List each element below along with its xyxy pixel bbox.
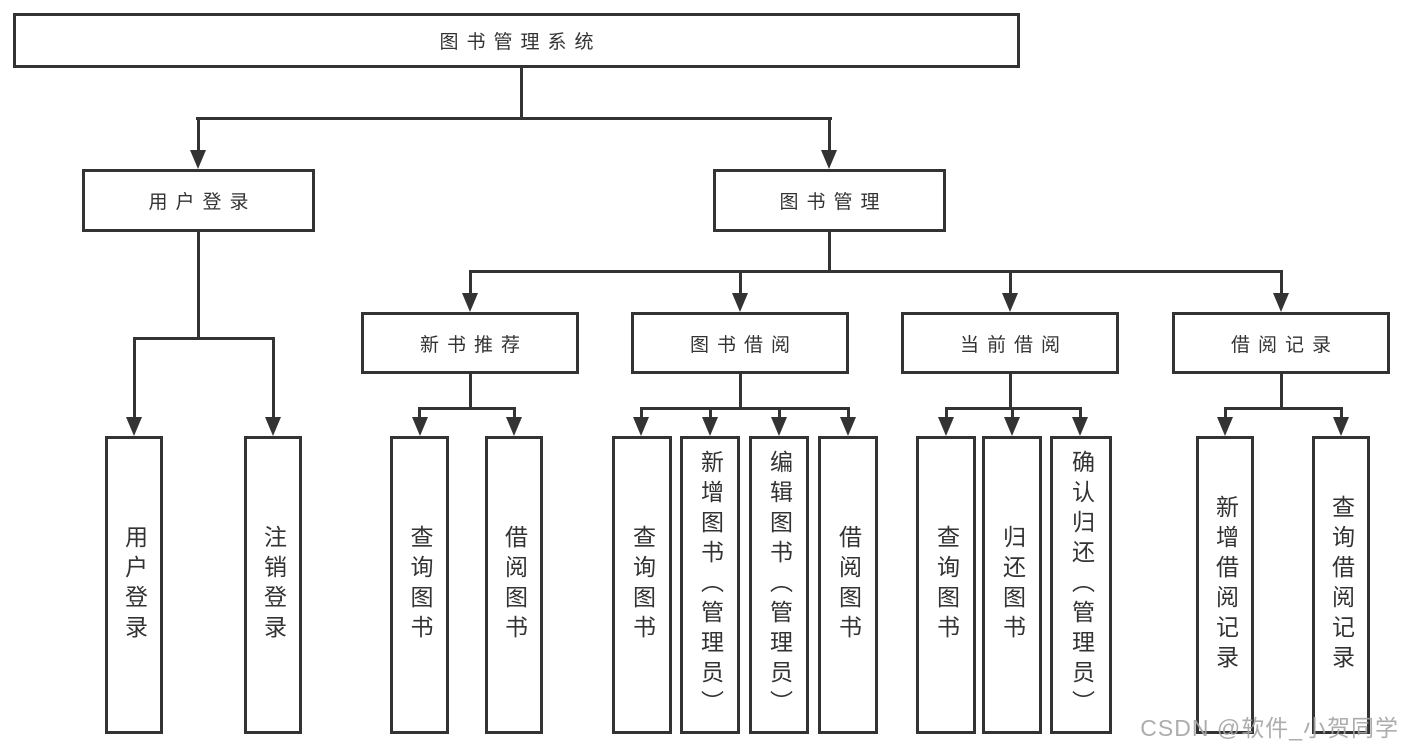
node-label: 图书管理: [779, 192, 888, 213]
connector-line: [1339, 407, 1343, 420]
connector-line: [418, 407, 421, 420]
connector-line: [1010, 407, 1014, 420]
node-label: 查询借阅记录: [1328, 495, 1355, 675]
connector-line: [196, 117, 200, 153]
connector-line: [777, 407, 781, 420]
connector-line: [132, 337, 136, 420]
node-current-borrowing: 当前借阅: [901, 312, 1119, 374]
node-label: 借阅图书: [835, 525, 862, 645]
node-label: 查询图书: [933, 525, 960, 645]
arrowhead-icon: [1002, 293, 1018, 312]
connector-line: [196, 117, 832, 120]
arrowhead-icon: [1273, 293, 1289, 312]
node-label: 注销登录: [260, 525, 287, 645]
node-label: 新增图书（管理员）: [697, 450, 724, 720]
node-label: 借阅记录: [1230, 334, 1339, 356]
leaf-query-books-3: 查询图书: [916, 436, 976, 734]
node-label: 用户登录: [148, 192, 257, 213]
connector-line: [468, 270, 1283, 273]
arrowhead-icon: [633, 417, 649, 436]
arrowhead-icon: [1004, 417, 1020, 436]
connector-line: [738, 374, 742, 410]
connector-line: [1223, 407, 1343, 410]
arrowhead-icon: [771, 417, 787, 436]
connector-line: [271, 337, 275, 420]
arrowhead-icon: [126, 417, 142, 436]
connector-line: [468, 374, 472, 410]
csdn-watermark: CSDN @软件_小贺同学: [1140, 715, 1399, 741]
connector-line: [418, 407, 516, 410]
node-label: 用户登录: [121, 525, 148, 645]
node-label: 编辑图书（管理员）: [766, 450, 793, 720]
leaf-edit-book-admin: 编辑图书（管理员）: [749, 436, 809, 734]
leaf-query-books-2: 查询图书: [612, 436, 672, 734]
connector-line: [1279, 270, 1283, 296]
node-label: 归还图书: [999, 525, 1026, 645]
arrowhead-icon: [1333, 417, 1349, 436]
leaf-query-borrow-record: 查询借阅记录: [1312, 436, 1370, 734]
connector-line: [1078, 407, 1082, 420]
arrowhead-icon: [265, 417, 281, 436]
connector-line: [1223, 407, 1227, 420]
leaf-query-books-1: 查询图书: [390, 436, 449, 734]
arrowhead-icon: [840, 417, 856, 436]
leaf-borrow-books-2: 借阅图书: [818, 436, 878, 734]
arrowhead-icon: [821, 150, 837, 169]
connector-line: [846, 407, 850, 420]
arrowhead-icon: [1072, 417, 1088, 436]
node-label: 查询图书: [407, 525, 433, 645]
connector-line: [708, 407, 712, 420]
node-label: 图书管理系统: [439, 32, 602, 53]
node-book-borrowing: 图书借阅: [631, 312, 849, 374]
leaf-user-login: 用户登录: [105, 436, 163, 734]
node-label: 图书借阅: [689, 334, 798, 356]
connector-line: [639, 407, 643, 420]
node-label: 当前借阅: [959, 334, 1068, 356]
node-label: 查询图书: [629, 525, 656, 645]
arrowhead-icon: [411, 417, 428, 436]
connector-line: [827, 117, 831, 153]
arrowhead-icon: [938, 417, 954, 436]
connector-line: [944, 407, 948, 420]
connector-line: [639, 407, 850, 410]
node-new-book-recommend: 新书推荐: [361, 312, 579, 374]
connector-line: [132, 337, 275, 340]
leaf-borrow-books-1: 借阅图书: [485, 436, 543, 734]
leaf-logout: 注销登录: [244, 436, 302, 734]
node-library-system: 图书管理系统: [13, 13, 1020, 68]
node-label: 借阅图书: [501, 525, 528, 645]
node-label: 新书推荐: [419, 334, 528, 356]
connector-line: [520, 67, 523, 120]
node-user-login: 用户登录: [82, 169, 315, 232]
connector-line: [1279, 374, 1283, 410]
arrowhead-icon: [462, 293, 478, 312]
arrowhead-icon: [190, 150, 206, 169]
connector-line: [468, 270, 472, 296]
connector-line: [738, 270, 742, 296]
leaf-return-books: 归还图书: [982, 436, 1042, 734]
node-label: 新增借阅记录: [1212, 495, 1239, 675]
arrowhead-icon: [702, 417, 718, 436]
connector-line: [1008, 374, 1012, 410]
arrowhead-icon: [1217, 417, 1233, 436]
connector-line: [512, 407, 516, 420]
leaf-confirm-return-admin: 确认归还（管理员）: [1050, 436, 1112, 734]
node-label: 确认归还（管理员）: [1068, 450, 1095, 720]
arrowhead-icon: [506, 417, 522, 436]
node-borrowing-records: 借阅记录: [1172, 312, 1390, 374]
connector-line: [827, 232, 831, 273]
node-book-management: 图书管理: [713, 169, 946, 232]
leaf-add-book-admin: 新增图书（管理员）: [680, 436, 740, 734]
arrowhead-icon: [732, 293, 748, 312]
leaf-add-borrow-record: 新增借阅记录: [1196, 436, 1254, 734]
connector-line: [196, 232, 200, 340]
connector-line: [1008, 270, 1012, 296]
